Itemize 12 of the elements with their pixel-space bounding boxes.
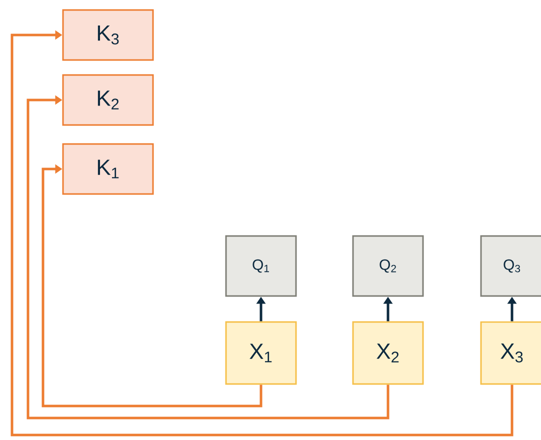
input-box: X$_{2}$ [352,321,424,385]
key-box: K$_{2}$ [62,74,154,126]
query-box: Q$_{3}$ [480,235,541,297]
query-box: Q$_{1}$ [225,235,297,297]
key-box: K$_{3}$ [62,9,154,61]
arrow [26,95,390,420]
input-box: X$_{1}$ [225,321,297,385]
input-box: X$_{3}$ [480,321,541,385]
query-box: Q$_{2}$ [352,235,424,297]
arrow [10,30,514,436]
arrow [42,164,262,408]
key-box: K$_{1}$ [62,143,154,195]
